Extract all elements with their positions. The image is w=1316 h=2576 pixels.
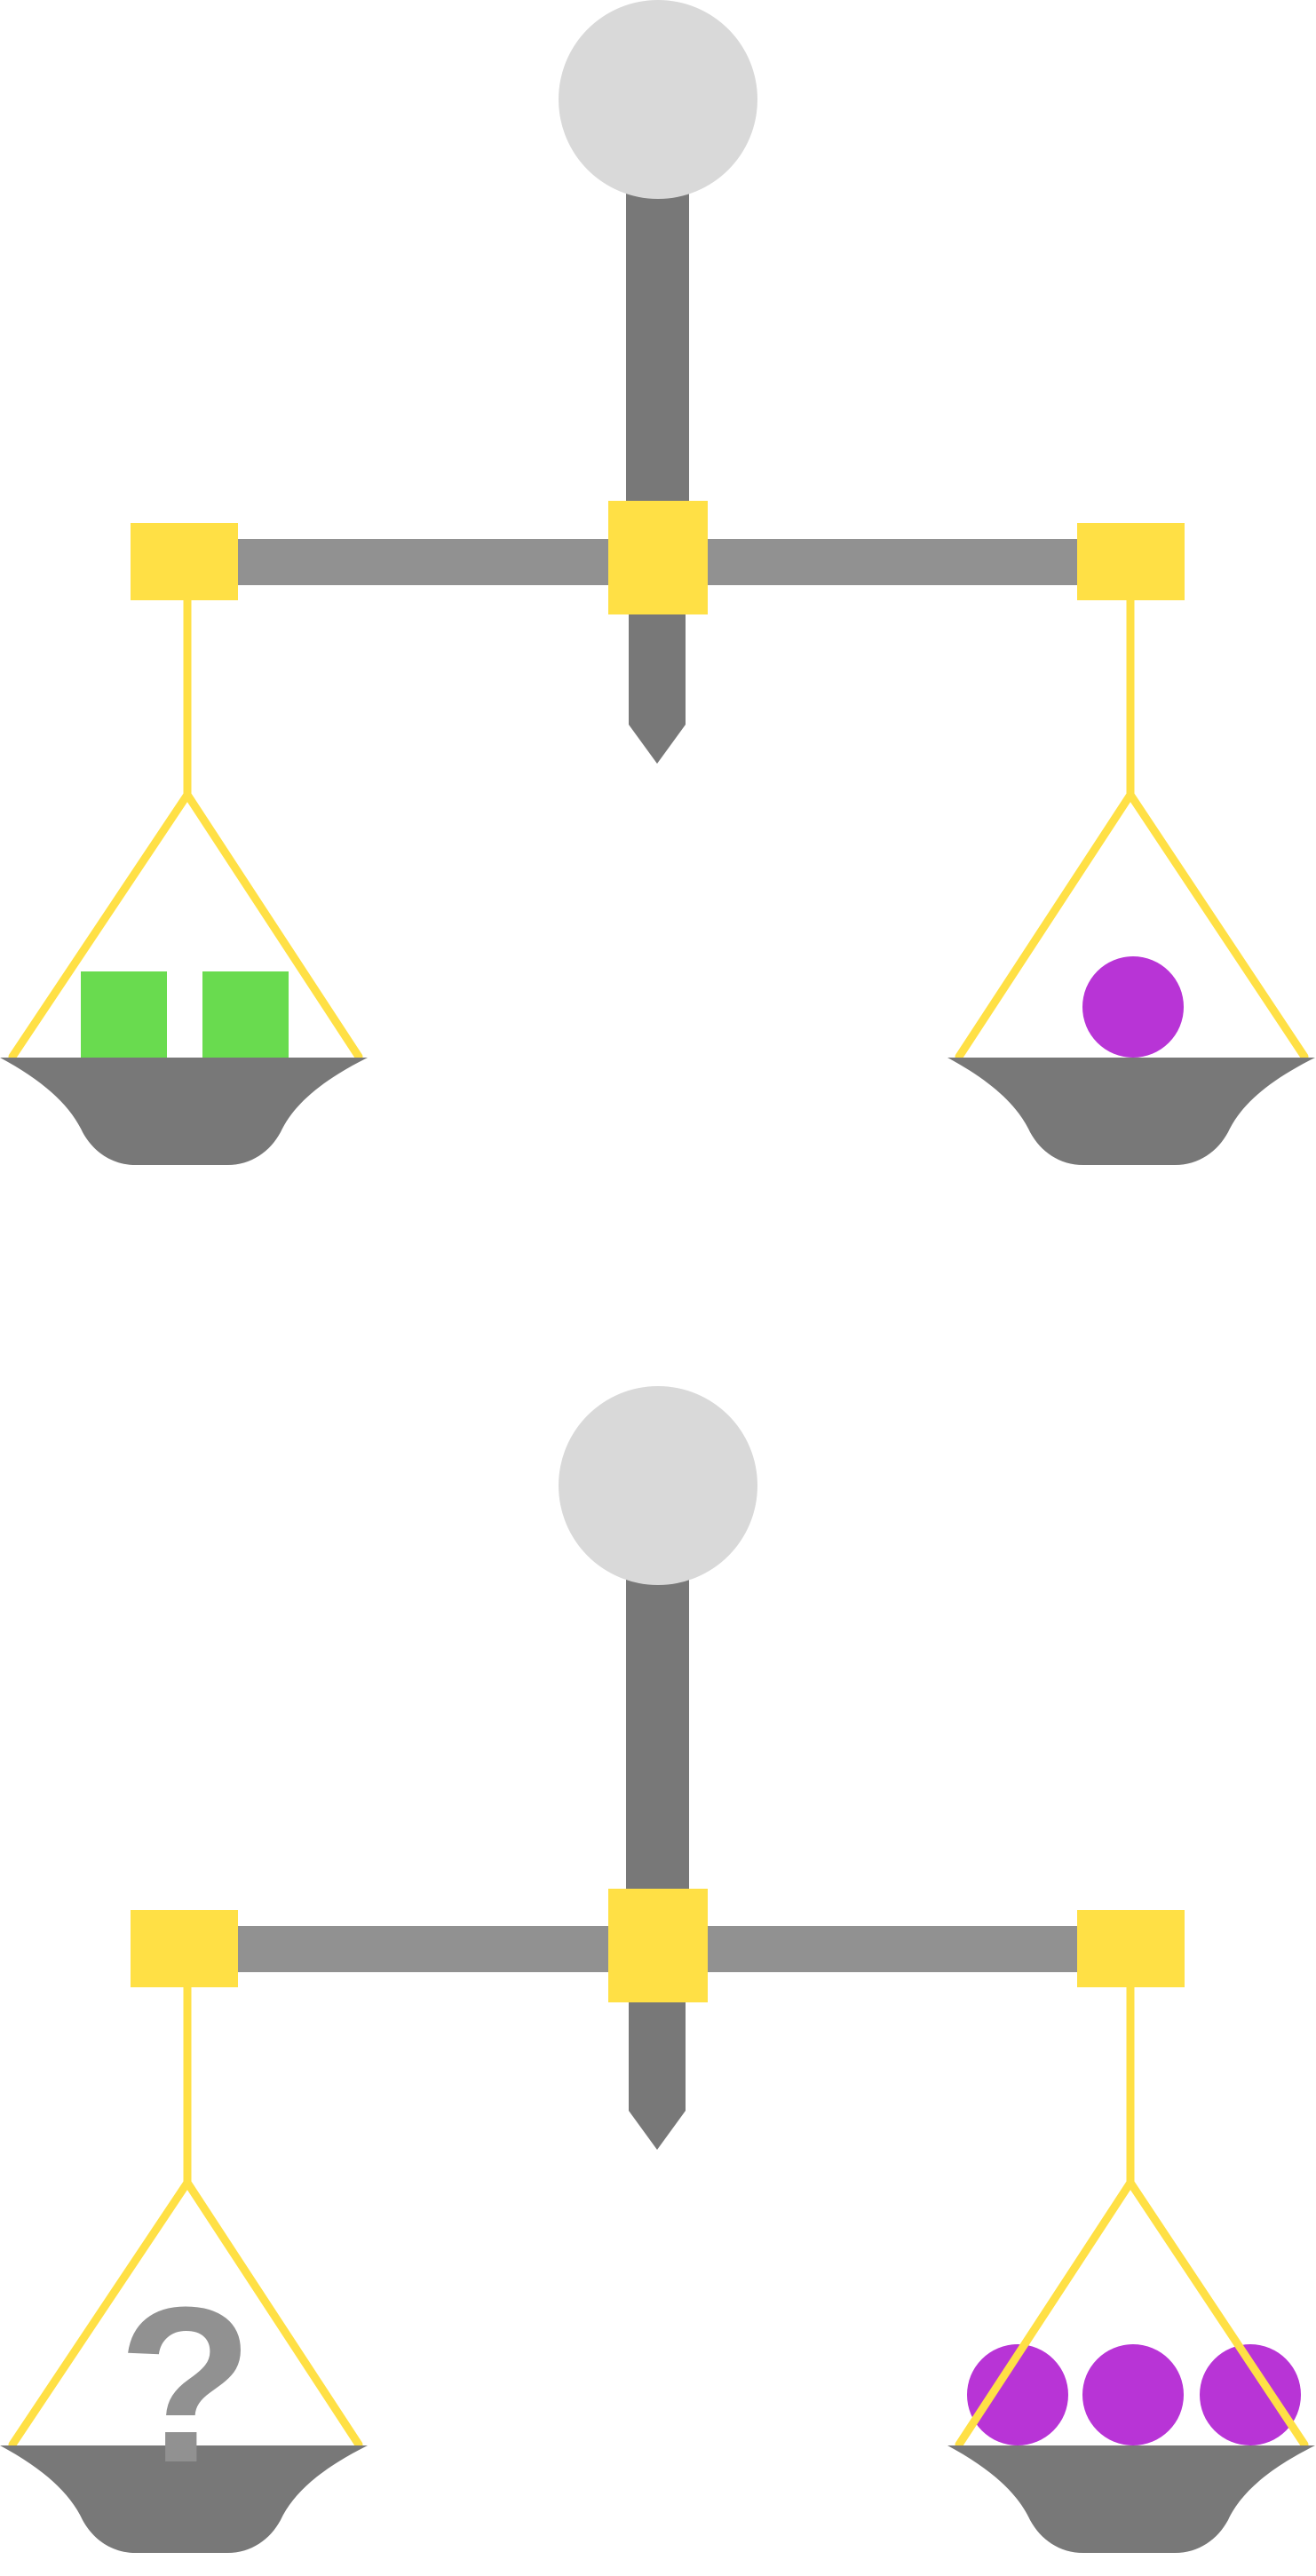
right-pan-hanger xyxy=(955,1983,1309,2449)
right-pan-hanger xyxy=(955,596,1309,1061)
scale-pole xyxy=(626,1528,689,1919)
green-square-block xyxy=(81,971,167,1058)
left-pan-hanger xyxy=(8,596,363,1061)
right-beam-cap xyxy=(1077,523,1185,600)
purple-ball xyxy=(967,2344,1068,2445)
purple-ball xyxy=(1082,956,1184,1058)
scale-knob xyxy=(559,0,757,199)
scale-2-drawing xyxy=(0,1386,1315,2553)
left-pan-hanger xyxy=(8,1983,363,2449)
right-beam-cap xyxy=(1077,1910,1185,1987)
unknown-weight-question-mark: ? xyxy=(117,2261,254,2509)
center-pivot-cap xyxy=(608,501,708,614)
scale-1-drawing xyxy=(0,0,1315,1165)
left-beam-cap xyxy=(131,523,238,600)
right-pan xyxy=(947,1058,1315,1165)
right-pan xyxy=(947,2445,1315,2553)
left-beam-cap xyxy=(131,1910,238,1987)
scale-knob xyxy=(559,1386,757,1585)
left-pan xyxy=(0,1058,368,1165)
purple-ball xyxy=(1082,2344,1184,2445)
scale-pole xyxy=(626,142,689,533)
balance-scale-2: ? xyxy=(0,1386,1316,2576)
purple-ball xyxy=(1200,2344,1301,2445)
green-square-block xyxy=(202,971,289,1058)
center-pivot-cap xyxy=(608,1889,708,2002)
left-pan xyxy=(0,2445,368,2553)
balance-scale-1 xyxy=(0,0,1316,1190)
